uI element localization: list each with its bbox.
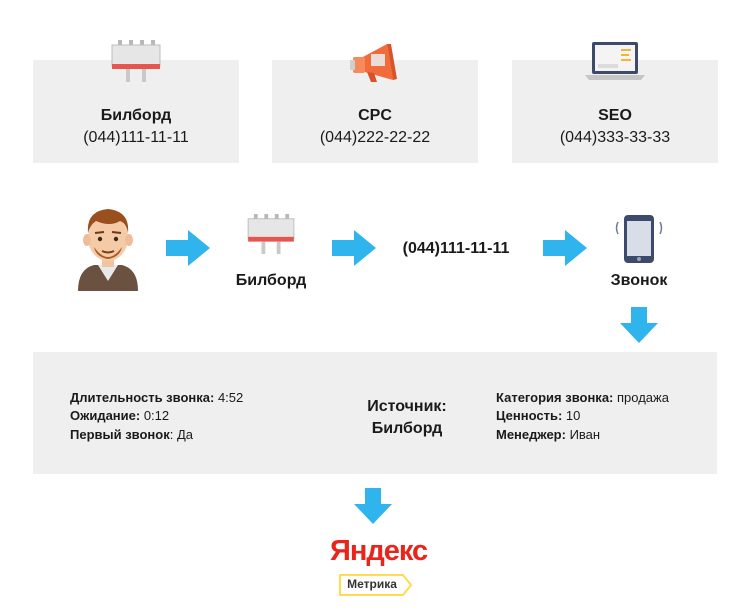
metrika-badge: Метрика [339,574,413,596]
person-avatar [76,205,140,296]
arrow-down-icon [354,488,392,529]
call-wait: Ожидание: 0:12 [70,408,170,423]
billboard-icon [245,214,297,259]
arrow-right-icon [332,230,376,271]
arrow-right-icon [543,230,587,271]
arrow-right-icon [166,230,210,271]
card-phone: (044)333-33-33 [559,129,671,146]
laptop-icon [583,40,647,87]
call-category: Категория звонка: продажа [496,390,669,405]
yandex-logo: Яндекс [330,535,428,567]
source-card-billboard: Билборд (044)111-11-11 [33,40,239,163]
call-info-panel: Длительность звонка: 4:52 Ожидание: 0:12… [33,352,717,474]
megaphone-icon [347,42,403,89]
metrika-label: Метрика [347,577,397,591]
call-first: Первый звонок: Да [70,427,193,442]
arrow-down-icon [620,307,658,348]
card-title: Билборд [100,107,172,124]
card-phone: (044)222-22-22 [319,129,431,146]
call-source: Источник: Билборд [333,396,481,440]
call-manager: Менеджер: Иван [496,427,601,442]
call-value: Ценность: 10 [496,408,581,423]
card-title: SEO [598,107,632,124]
billboard-icon [109,40,163,87]
source-card-cpc: CPC (044)222-22-22 [272,44,478,163]
source-label: Источник: [367,398,447,415]
card-phone: (044)111-11-11 [83,129,189,146]
card-title: CPC [358,107,392,124]
flow-billboard-label: Билборд [235,272,307,289]
smartphone-icon [614,214,664,269]
call-duration: Длительность звонка: 4:52 [70,390,244,405]
source-card-seo: SEO (044)333-33-33 [512,42,718,163]
source-value: Билборд [371,420,443,437]
flow-call-label: Звонок [610,272,668,289]
flow-phone-number: (044)111-11-11 [402,240,510,257]
